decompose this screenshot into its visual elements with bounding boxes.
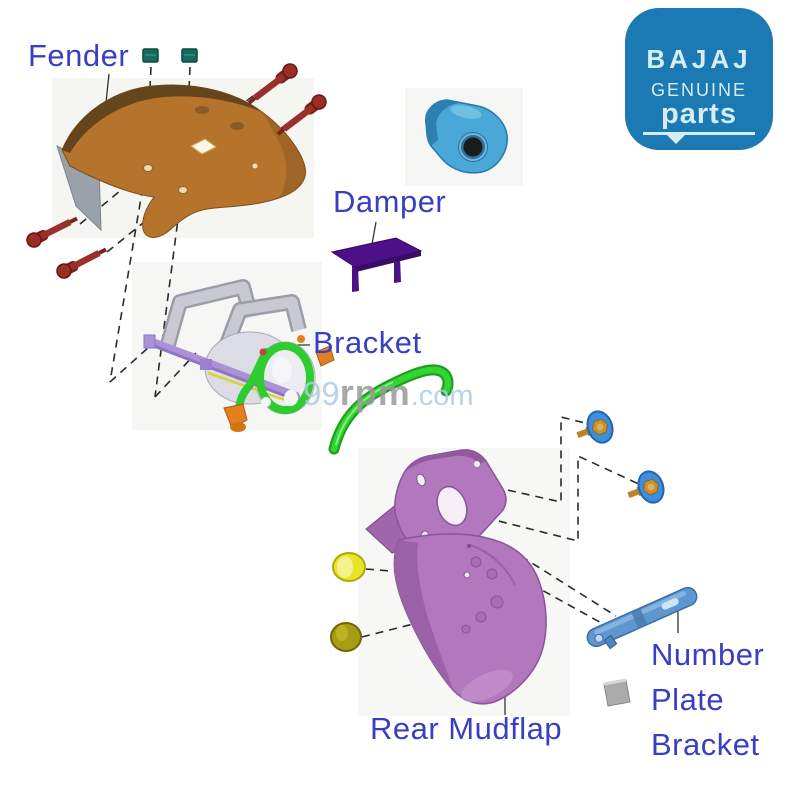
np-bracket-highlight [661, 598, 679, 610]
watermark-suffix: .com [410, 380, 474, 412]
fender-nut-icons [142, 48, 198, 63]
damper-front-edge [355, 251, 421, 272]
mudflap-dot [467, 544, 471, 548]
damper-clamp-part [425, 99, 508, 174]
cap-dark-highlight [336, 625, 348, 641]
bracket-rail-block [143, 334, 156, 349]
clamp-top-highlight [450, 105, 482, 119]
washer-bolt-icons [576, 410, 665, 504]
np-bracket-notch [631, 607, 648, 629]
clamp-dark-edge [425, 100, 460, 146]
np-bracket-clip [603, 634, 618, 650]
mudflap-big-hole [436, 485, 468, 527]
fender-hole [178, 186, 188, 194]
damper-leg [352, 265, 359, 292]
mudflap-emboss [486, 568, 498, 580]
fender-top-shadow [62, 84, 262, 153]
bracket-label: Bracket [313, 325, 422, 360]
mudflap-center-hole [463, 571, 471, 579]
fender-recess [195, 106, 209, 114]
np-bracket-hole [594, 633, 604, 643]
watermark-prefix: 99 [303, 375, 340, 412]
bracket-rail-block [200, 359, 212, 370]
logo-tagline-text: GENUINE [650, 80, 747, 100]
damper-leg [394, 257, 401, 283]
cap-bright-highlight [337, 556, 353, 578]
rear-mudflap-label: Rear Mudflap [370, 711, 563, 746]
mudflap-emboss [490, 595, 504, 609]
handle-highlight [335, 381, 394, 446]
mudflap-ridge [469, 544, 516, 586]
damper-part [330, 237, 423, 292]
watermark-mid: rpm [339, 372, 411, 413]
mudflap-left-shade [394, 540, 453, 690]
washer-bolt-icon [576, 410, 614, 444]
mudflap-plate-edge [404, 449, 486, 473]
site-watermark: 99rpm.com [303, 372, 474, 414]
bracket-green-hole [261, 397, 271, 407]
number-plate-label-line2: Plate [651, 682, 725, 717]
bracket-red-dot [259, 348, 267, 356]
fender-right-shade [262, 112, 306, 198]
fender-dot-hole [252, 163, 258, 169]
mudflap-cap-icons [330, 552, 366, 652]
bajaj-genuine-parts-logo: BAJAJ GENUINE parts [625, 8, 773, 150]
bolt-icon [56, 247, 107, 279]
spacer-highlight [603, 678, 627, 686]
number-plate-bracket-part [586, 586, 698, 650]
mudflap-hole [474, 461, 480, 467]
fender-label: Fender [28, 38, 130, 73]
fender-part [56, 84, 307, 238]
bracket-rail [146, 337, 300, 400]
bolt-icon [276, 94, 327, 136]
clamp-hole-ring [459, 133, 487, 161]
mudflap-bottom-sheen [461, 669, 513, 703]
bolt-icon [26, 216, 78, 248]
number-plate-bracket-label: Number Plate Bracket [651, 632, 764, 767]
number-plate-label-line1: Number [651, 637, 765, 672]
number-plate-label-line3: Bracket [651, 727, 760, 762]
mudflap-emboss [470, 556, 482, 568]
mudflap-hole [416, 473, 426, 487]
fender-window-hole [190, 138, 217, 155]
logo-brand-text: BAJAJ [646, 44, 752, 74]
bolt-icon [247, 63, 298, 105]
fender-recess [230, 122, 244, 130]
logo-product-text: parts [661, 98, 737, 130]
damper-label: Damper [333, 184, 447, 219]
bracket-orange-tab [223, 403, 248, 429]
washer-bolt-icon [627, 470, 665, 504]
bracket-frame-arch [218, 296, 305, 354]
logo-arrow-icon [667, 135, 685, 144]
bracket-ring-hole [272, 357, 292, 383]
bracket-ring [256, 342, 314, 414]
spacer-block-part [603, 678, 631, 707]
grab-handle-part [328, 364, 454, 455]
mudflap-emboss [475, 611, 487, 623]
logo-underline [643, 132, 755, 135]
bracket-part [143, 279, 335, 432]
rear-mudflap-part [365, 449, 547, 705]
bracket-orange-foot [230, 422, 246, 432]
fender-hole [143, 164, 153, 172]
bracket-ring-hole [284, 390, 298, 406]
fender-bolt-icons [26, 63, 327, 279]
bracket-rail-shadow [150, 343, 297, 402]
bracket-orange-tab [315, 345, 335, 367]
bracket-orange-dot [297, 335, 305, 343]
clamp-hole [463, 137, 483, 157]
mudflap-emboss [461, 624, 471, 634]
